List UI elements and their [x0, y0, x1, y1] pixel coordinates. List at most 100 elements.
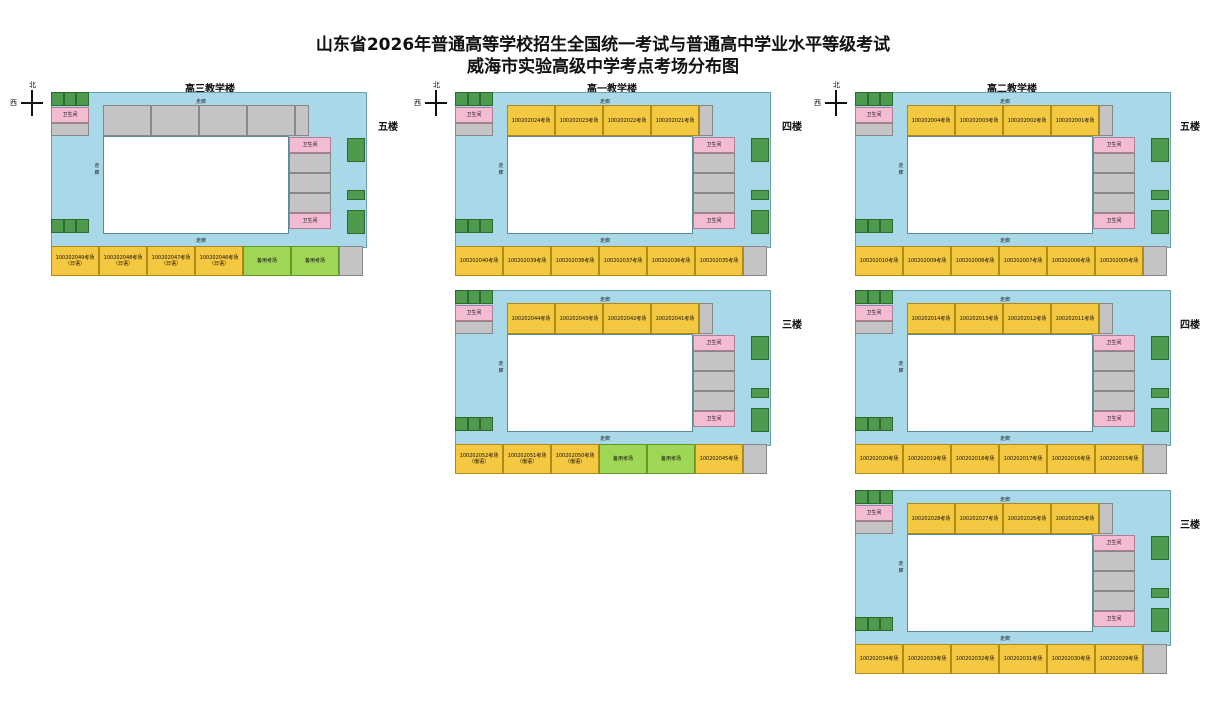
- storage-room: [1099, 503, 1113, 534]
- exam-room: 100202051考场 （俄语）: [503, 444, 551, 474]
- utility-room: [51, 123, 89, 136]
- map-subtitle: 威海市实验高级中学考点考场分布图: [467, 57, 739, 77]
- utility-room: [693, 193, 735, 213]
- stair-cell: [855, 490, 868, 504]
- stairwell-bottom-left: [855, 617, 894, 631]
- utility-room: [693, 153, 735, 173]
- corridor-bottom-label: 走廊: [599, 436, 610, 442]
- storage-room: [1099, 105, 1113, 136]
- corridor-top-label: 走廊: [999, 497, 1010, 503]
- exam-room: 100202035考场: [695, 246, 743, 276]
- exam-room: [1143, 246, 1167, 276]
- restroom: 卫生间: [1093, 611, 1135, 627]
- exam-room: 100202026考场: [1003, 503, 1051, 534]
- floor-label: 五楼: [1180, 122, 1200, 133]
- courtyard: [907, 334, 1093, 432]
- utility-room: [1093, 371, 1135, 391]
- storage-room: [295, 105, 309, 136]
- utility-room: [289, 193, 331, 213]
- exam-room: 100202002考场: [1003, 105, 1051, 136]
- floor-label: 四楼: [1180, 320, 1200, 331]
- exam-room: 100202028考场: [907, 503, 955, 534]
- compass-north-label: 北: [833, 81, 840, 89]
- building-label-g3: 高三教学楼: [185, 84, 235, 95]
- exam-room: 100202041考场: [651, 303, 699, 334]
- stairwell-right: [751, 388, 769, 398]
- stairwell-right: [1151, 408, 1169, 432]
- stairwell-right: [347, 138, 365, 162]
- exam-room: [1143, 644, 1167, 674]
- corridor-side-label: 走 廊: [898, 361, 904, 374]
- exam-room: 100202046考场 （日语）: [195, 246, 243, 276]
- stair-cell: [880, 219, 894, 233]
- restroom: 卫生间: [289, 137, 331, 153]
- stair-cell: [867, 617, 881, 631]
- exam-room: 100202003考场: [955, 105, 1003, 136]
- stair-cell: [880, 92, 894, 106]
- corridor-top-label: 走廊: [999, 297, 1010, 303]
- stairwell-right: [1151, 588, 1169, 598]
- stairwell-bottom-left: [455, 417, 494, 431]
- compass-icon: 北 西: [10, 81, 46, 120]
- stair-cell: [867, 219, 881, 233]
- stair-cell: [467, 417, 481, 431]
- restroom: 卫生间: [693, 213, 735, 229]
- stair-cell: [880, 617, 894, 631]
- map-title: 山东省2026年普通高等学校招生全国统一考试与普通高中学业水平等级考试: [315, 35, 891, 55]
- stairwell-right: [1151, 210, 1169, 234]
- exam-room: 100202048考场 （日语）: [99, 246, 147, 276]
- floor-label: 四楼: [782, 122, 802, 133]
- corridor-top-label: 走廊: [599, 297, 610, 303]
- exam-room: 100202038考场: [551, 246, 599, 276]
- restroom: 卫生间: [1093, 535, 1135, 551]
- utility-room: [693, 371, 735, 391]
- exam-room: 100202036考场: [647, 246, 695, 276]
- corridor-top-label: 走廊: [599, 99, 610, 105]
- stairwell-top-left: [455, 290, 494, 304]
- corridor-bottom-label: 走廊: [599, 238, 610, 244]
- floor-label: 三楼: [1180, 520, 1200, 531]
- stair-cell: [455, 417, 468, 431]
- exam-room: 100202027考场: [955, 503, 1003, 534]
- floor-label: 五楼: [378, 122, 398, 133]
- utility-room: [1093, 551, 1135, 571]
- building-label-g1: 高一教学楼: [587, 84, 637, 95]
- stair-cell: [480, 92, 494, 106]
- exam-room: 100202007考场: [999, 246, 1047, 276]
- exam-room: 100202043考场: [555, 303, 603, 334]
- exam-room: 100202012考场: [1003, 303, 1051, 334]
- stair-cell: [467, 92, 481, 106]
- stair-cell: [855, 290, 868, 304]
- stairwell-top-left: [855, 490, 894, 504]
- exam-room: [151, 105, 199, 136]
- stair-cell: [467, 290, 481, 304]
- courtyard: [507, 136, 693, 234]
- storage-room: [699, 105, 713, 136]
- restroom: 卫生间: [693, 335, 735, 351]
- exam-room: 100202006考场: [1047, 246, 1095, 276]
- stair-cell: [855, 617, 868, 631]
- exam-room: 备用考场: [647, 444, 695, 474]
- utility-room: [289, 153, 331, 173]
- exam-room: 备用考场: [599, 444, 647, 474]
- stair-cell: [880, 417, 894, 431]
- exam-room: 备用考场: [243, 246, 291, 276]
- exam-room: 100202016考场: [1047, 444, 1095, 474]
- utility-room: [855, 521, 893, 534]
- exam-room: 100202030考场: [1047, 644, 1095, 674]
- stairwell-right: [751, 408, 769, 432]
- corridor-side-label: 走 廊: [898, 163, 904, 176]
- stair-cell: [51, 92, 64, 106]
- stairwell-bottom-left: [51, 219, 90, 233]
- exam-room: 100202009考场: [903, 246, 951, 276]
- stair-cell: [63, 219, 77, 233]
- restroom: 卫生间: [455, 305, 493, 321]
- corridor-side-label: 走 廊: [94, 163, 100, 176]
- stairwell-right: [1151, 536, 1169, 560]
- stairwell-top-left: [51, 92, 90, 106]
- utility-room: [1093, 571, 1135, 591]
- storage-room: [699, 303, 713, 334]
